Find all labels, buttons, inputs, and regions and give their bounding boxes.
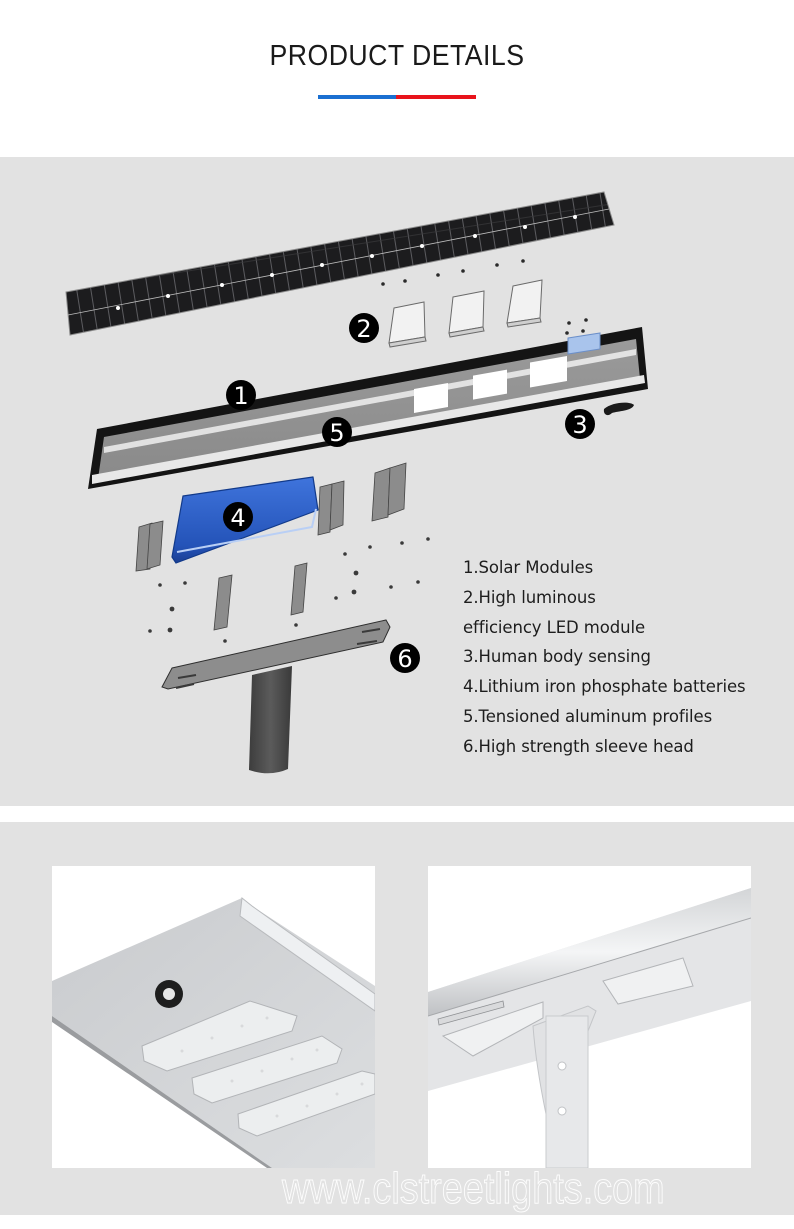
badge-2-label: 2: [356, 315, 371, 343]
badge-3-label: 3: [572, 411, 587, 439]
badge-5-label: 5: [329, 419, 344, 447]
product-photos-section: [0, 822, 794, 1215]
feature-item: efficiency LED module: [463, 617, 646, 637]
exploded-diagram-section: 1 2 3 4 5 6 1.Solar Modules 2.High lumin…: [0, 157, 794, 806]
page-footer-space: [0, 1215, 794, 1229]
pir-sensor: [603, 402, 634, 416]
bolts: [148, 537, 430, 643]
screws-top: [381, 259, 588, 335]
badge-1-label: 1: [233, 382, 248, 410]
page-title: PRODUCT DETAILS: [269, 40, 525, 72]
feature-item: 1.Solar Modules: [463, 558, 594, 577]
mounting-brackets: [135, 462, 407, 631]
pole-mount-photo: [428, 866, 751, 1168]
title-underline-blue: [318, 95, 396, 99]
sleeve-head: [161, 619, 391, 774]
badge-4: 4: [223, 502, 253, 532]
website-watermark: www.clstreetlights.com: [282, 1164, 666, 1214]
aluminum-housing: [88, 327, 648, 489]
feature-item: 6.High strength sleeve head: [463, 736, 694, 756]
badge-3: 3: [565, 409, 595, 439]
section-divider: [0, 806, 794, 822]
title-underline-red: [396, 95, 476, 99]
section-header: PRODUCT DETAILS: [0, 0, 794, 157]
solar-panel: [65, 191, 615, 336]
motion-sensor-icon: [155, 980, 183, 1008]
led-arrays: [141, 1000, 375, 1137]
badge-6: 6: [390, 643, 420, 673]
exploded-diagram: 1 2 3 4 5 6: [65, 191, 648, 774]
feature-list: 1.Solar Modules 2.High luminous efficien…: [463, 553, 746, 762]
led-modules: [388, 279, 543, 348]
led-dots: [180, 1016, 364, 1118]
feature-item: 3.Human body sensing: [463, 647, 651, 667]
badge-2: 2: [349, 313, 379, 343]
badge-1: 1: [226, 380, 256, 410]
badge-4-label: 4: [230, 504, 245, 532]
pole: [532, 1005, 597, 1168]
badge-5: 5: [322, 417, 352, 447]
feature-item: 2.High luminous: [463, 587, 596, 607]
feature-item: 4.Lithium iron phosphate batteries: [463, 677, 746, 697]
feature-item: 5.Tensioned aluminum profiles: [463, 706, 713, 726]
badge-6-label: 6: [397, 645, 412, 673]
led-underside-photo: [52, 866, 375, 1168]
